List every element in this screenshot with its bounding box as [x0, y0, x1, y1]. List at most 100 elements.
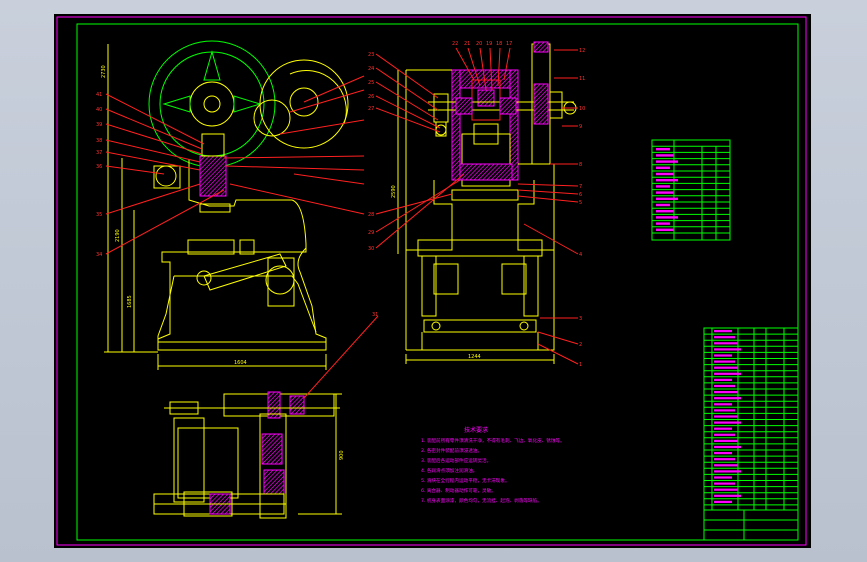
- side-view: [104, 40, 349, 370]
- label-12: 12: [579, 48, 585, 54]
- notes-title: 技术要求: [464, 426, 488, 434]
- bom-cell-mark: [714, 372, 741, 375]
- label-30: 30: [368, 246, 374, 252]
- note-line-3: 3. 装配后各运动部件应运转灵活。: [421, 457, 491, 464]
- bom-cell-mark: [714, 452, 732, 455]
- dim-height-low: 1685: [127, 295, 133, 308]
- param-table-cell-mark: [656, 154, 674, 157]
- note-line-1: 1. 装配前所有零件须清洗干净，不得有毛刺、飞边、氧化皮、锈蚀等。: [421, 437, 565, 444]
- label-34: 34: [96, 252, 102, 258]
- bom-cell-mark: [714, 348, 741, 351]
- dim-width-left: 1604: [234, 360, 247, 366]
- bom-cell-mark: [714, 354, 732, 357]
- outer-frame: [56, 16, 807, 546]
- bom-cell-mark: [714, 476, 732, 479]
- bom-cell-mark: [714, 464, 738, 467]
- param-table-cell-mark: [656, 197, 678, 200]
- leaders-front-left: [375, 53, 465, 249]
- dim-height-mid: 2190: [115, 229, 121, 242]
- label-5: 5: [579, 200, 582, 206]
- param-table-cell-mark: [656, 148, 670, 151]
- param-table-cell-mark: [656, 172, 674, 176]
- param-table-cell-mark: [656, 166, 670, 169]
- label-10: 10: [579, 106, 585, 112]
- bom-cell-mark: [714, 482, 735, 485]
- bom-cell-mark: [714, 488, 738, 491]
- param-table-cell-mark: [656, 185, 670, 188]
- bom-cell-mark: [714, 445, 741, 449]
- dim-height-front: 2590: [391, 185, 397, 198]
- param-table: [651, 139, 731, 241]
- bom-cell-mark: [714, 378, 732, 381]
- label-25: 25: [368, 80, 374, 86]
- label-37: 37: [96, 150, 102, 156]
- label-26: 26: [368, 94, 374, 100]
- label-29: 29: [368, 230, 374, 236]
- leaders-top: [455, 47, 511, 91]
- label-11: 11: [579, 76, 585, 82]
- dim-plan-height: 900: [339, 450, 345, 460]
- note-line-7: 7. 机身表面涂漆，颜色均匀，无流挂、起泡、剥落等缺陷。: [421, 497, 542, 504]
- label-23: 23: [368, 52, 374, 58]
- bom-cell-mark: [714, 458, 735, 461]
- label-27: 27: [368, 106, 374, 112]
- bom-cell-mark: [714, 391, 738, 394]
- label-2: 2: [579, 342, 582, 348]
- note-line-4: 4. 各润滑点须加注润滑油。: [421, 467, 477, 474]
- label-41: 41: [96, 92, 102, 98]
- leader-plan: [303, 315, 379, 399]
- label-6: 6: [579, 192, 582, 198]
- bom-cell-mark: [714, 366, 738, 369]
- label-40: 40: [96, 107, 102, 113]
- param-table-cell-mark: [656, 160, 678, 163]
- bom-cell-mark: [714, 330, 732, 333]
- bom-cell-mark: [714, 433, 735, 436]
- param-table-cell-mark: [656, 210, 674, 213]
- label-39: 39: [96, 122, 102, 128]
- label-20: 20: [476, 41, 482, 47]
- label-17: 17: [506, 41, 512, 47]
- drawing-canvas: 2730 2190 1685 1604 41 40 39 38 37 36 35…: [56, 16, 807, 546]
- label-1: 1: [579, 362, 582, 368]
- param-table-cell-mark: [656, 179, 678, 182]
- bom-cell-mark: [714, 409, 735, 412]
- param-table-cell-mark: [656, 228, 674, 231]
- label-8: 8: [579, 162, 582, 168]
- leaders-left: [105, 75, 365, 255]
- label-35: 35: [96, 212, 102, 218]
- bom-cell-mark: [714, 427, 732, 430]
- label-7: 7: [579, 184, 582, 190]
- param-table-cell-mark: [656, 203, 670, 207]
- bom-cell-mark: [714, 421, 741, 424]
- label-31: 31: [372, 312, 378, 318]
- label-21: 21: [464, 41, 470, 47]
- bom-cell-mark: [714, 494, 741, 497]
- bom-cell-mark: [714, 360, 735, 363]
- label-4: 4: [579, 252, 582, 258]
- dim-height-left: 2730: [101, 65, 107, 78]
- label-3: 3: [579, 316, 582, 322]
- inner-frame: [76, 23, 799, 541]
- leaders-right: [517, 49, 579, 365]
- note-line-6: 6. 离合器、制动器动作可靠，灵敏。: [421, 487, 496, 494]
- dim-width-front: 1244: [468, 354, 481, 360]
- bom-cell-mark: [714, 336, 735, 339]
- param-table-cell-mark: [656, 222, 670, 225]
- note-line-2: 2. 各密封件装配前须浸透油。: [421, 447, 482, 454]
- label-24: 24: [368, 66, 374, 72]
- label-18: 18: [496, 41, 502, 47]
- bom-cell-mark: [714, 384, 735, 388]
- param-table-cell-mark: [656, 216, 678, 219]
- bom-cell-mark: [714, 415, 738, 418]
- param-table-cell-mark: [656, 191, 674, 194]
- note-line-5: 5. 滑块在全行程内运动平稳，无卡滞现象。: [421, 477, 510, 484]
- front-view: [397, 41, 577, 364]
- plan-view: [153, 391, 342, 519]
- bom-cell-mark: [714, 439, 738, 442]
- cad-viewport[interactable]: 2730 2190 1685 1604 41 40 39 38 37 36 35…: [54, 14, 811, 548]
- bom-cell-mark: [714, 470, 741, 473]
- label-28: 28: [368, 212, 374, 218]
- label-9: 9: [579, 124, 582, 130]
- bom-cell-mark: [714, 403, 732, 406]
- label-36: 36: [96, 164, 102, 170]
